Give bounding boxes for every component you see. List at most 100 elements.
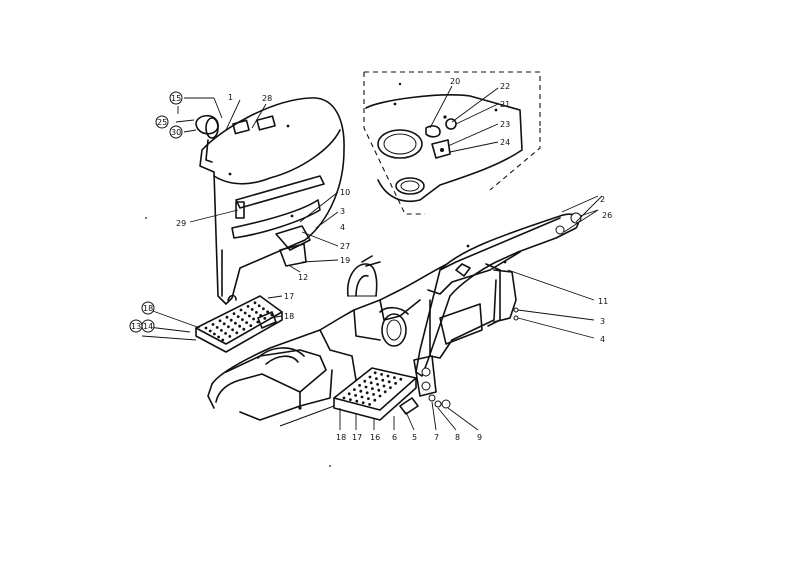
- perforation-hole: [375, 377, 378, 380]
- callout-17-left: 17: [284, 292, 294, 301]
- perforation-hole: [211, 323, 215, 326]
- perforation-hole: [383, 390, 387, 394]
- perforation-hole: [250, 308, 254, 311]
- perforation-hole: [253, 301, 257, 305]
- callout-18-bottom: 18: [336, 433, 346, 442]
- perforation-hole: [358, 384, 361, 387]
- perforation-hole: [347, 392, 351, 396]
- perforation-hole: [235, 331, 239, 335]
- perforation-hole: [225, 315, 229, 319]
- perforation-hole: [373, 371, 377, 375]
- perforation-hole: [238, 324, 242, 328]
- callout-21: 21: [500, 100, 510, 109]
- callout-3-right: 3: [600, 317, 605, 326]
- callout-19: 19: [340, 256, 350, 265]
- perforation-hole: [227, 325, 230, 329]
- perforation-hole: [399, 377, 403, 381]
- perforation-hole: [389, 386, 392, 389]
- callout-4-right: 4: [600, 335, 605, 344]
- perforation-hole: [236, 315, 240, 318]
- perforation-hole: [353, 388, 356, 391]
- perforation-hole: [394, 382, 397, 385]
- callout-8: 8: [455, 433, 460, 442]
- callout-26: 26: [602, 211, 612, 220]
- perforation-hole: [368, 403, 371, 406]
- callout-4-left: 4: [340, 223, 345, 232]
- perforation-hole: [368, 375, 372, 379]
- perforation-hole: [222, 322, 226, 326]
- callout-22: 22: [500, 82, 510, 91]
- perforation-hole: [221, 338, 225, 342]
- perforation-hole: [360, 395, 364, 399]
- left-footplate: [139, 295, 283, 353]
- perforation-hole: [229, 318, 233, 322]
- callout-11: 11: [598, 297, 608, 306]
- callout-5: 5: [412, 433, 417, 442]
- perforation-hole: [371, 387, 374, 390]
- perforation-hole: [382, 384, 386, 388]
- perforation-hole: [218, 319, 222, 323]
- perforation-hole: [220, 329, 223, 332]
- callout-3-left: 3: [340, 207, 345, 216]
- perforation-hole: [380, 373, 383, 376]
- callout-1: 1: [228, 93, 233, 102]
- perforation-hole: [349, 398, 352, 401]
- perforation-hole: [249, 324, 253, 327]
- perforation-hole: [342, 396, 346, 400]
- callout-labels: 20 22 21 23 24 1 28 29 10 3 4 27 19 12 1…: [129, 77, 612, 442]
- detail-inset: [363, 71, 541, 215]
- perforation-hole: [361, 401, 365, 405]
- perforation-hole: [263, 317, 267, 320]
- callout-15: 15: [171, 94, 181, 103]
- perforation-hole: [232, 312, 236, 315]
- perforation-hole: [369, 381, 373, 385]
- perforation-hole: [363, 379, 367, 383]
- callout-6: 6: [392, 433, 397, 442]
- perforation-hole: [242, 327, 246, 331]
- perforation-hole: [359, 389, 363, 393]
- callout-17-bottom: 17: [352, 433, 362, 442]
- perforation-hole: [364, 385, 368, 389]
- perforation-hole: [373, 398, 377, 402]
- perforation-hole: [245, 321, 249, 324]
- tractor-chassis: [207, 255, 461, 427]
- perforation-hole: [231, 328, 235, 332]
- perforation-hole: [248, 314, 251, 318]
- right-fender-panel: [413, 195, 603, 397]
- perforation-hole: [239, 308, 243, 312]
- perforation-hole: [228, 335, 232, 338]
- perforation-hole: [376, 383, 379, 386]
- perforation-hole: [262, 307, 265, 311]
- perforation-hole: [266, 310, 269, 314]
- callout-7: 7: [434, 433, 439, 442]
- perforation-hole: [252, 317, 256, 321]
- callout-16-bottom: 16: [370, 433, 380, 442]
- callout-2: 2: [600, 195, 605, 204]
- perforation-hole: [372, 393, 375, 396]
- perforation-hole: [204, 326, 208, 330]
- callout-12: 12: [298, 273, 308, 282]
- perforation-hole: [224, 332, 228, 335]
- callout-20: 20: [450, 77, 460, 86]
- callout-18-circled: 18: [143, 304, 153, 313]
- right-footplate: [333, 367, 479, 431]
- perforation-hole: [381, 378, 385, 382]
- callout-14: 14: [143, 322, 153, 331]
- perforation-hole: [234, 321, 237, 325]
- perforation-hole: [215, 326, 219, 329]
- perforation-hole: [241, 318, 244, 321]
- perforation-hole: [377, 388, 381, 392]
- callout-28: 28: [262, 94, 272, 103]
- perforation-hole: [255, 311, 258, 314]
- perforation-hole: [246, 305, 250, 308]
- perforation-hole: [243, 311, 247, 315]
- perforation-hole: [365, 391, 369, 395]
- callout-30: 30: [171, 128, 181, 137]
- perforation-hole: [257, 304, 261, 308]
- perforation-hole: [354, 394, 357, 397]
- callout-13: 13: [131, 322, 141, 331]
- perforation-hole: [378, 394, 382, 398]
- perforation-hole: [217, 335, 221, 339]
- callout-25: 25: [157, 118, 167, 127]
